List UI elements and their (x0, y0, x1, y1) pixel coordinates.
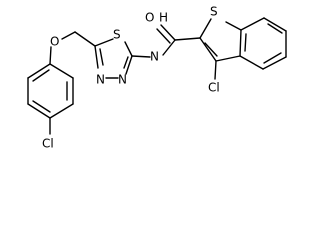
bond (244, 33, 247, 52)
bond (74, 31, 96, 47)
bond-layer (27, 17, 287, 135)
atom-label-thiadiazole-sulfur: S (113, 28, 121, 42)
bond (94, 38, 114, 47)
bond (131, 55, 151, 58)
atom-label-ether-oxygen: O (50, 35, 59, 49)
atom-label-amide-hydrogen: H (159, 11, 168, 25)
atom-label-carbonyl-oxygen: O (145, 11, 154, 25)
bond (240, 17, 265, 31)
bond (94, 45, 99, 69)
bond (199, 37, 217, 62)
bond (156, 28, 171, 44)
bond (267, 23, 283, 34)
bond (214, 60, 217, 80)
bond (49, 46, 52, 65)
bond (174, 37, 201, 41)
bond (225, 21, 242, 31)
bond (123, 56, 129, 69)
bond (239, 29, 242, 57)
bond (124, 41, 133, 57)
bond (262, 56, 287, 70)
bond (61, 31, 76, 40)
bond (32, 100, 51, 113)
bond (49, 63, 74, 79)
bond (263, 17, 287, 32)
atom-label-ring-nitrogen-1: N (96, 73, 105, 87)
bond (32, 69, 50, 82)
bond (263, 52, 282, 64)
atom-label-layer: O S Cl N H S N N O Cl (42, 5, 220, 151)
atom-label-thiophene-sulfur: S (210, 5, 218, 19)
bond (49, 103, 74, 119)
bond (125, 55, 133, 75)
bond (204, 42, 218, 57)
atom-label-amide-nitrogen: N (150, 50, 159, 64)
bond (162, 39, 176, 56)
bond (27, 103, 51, 119)
bond (160, 24, 176, 41)
bond (27, 63, 51, 79)
chemical-structure: O S Cl N H S N N O Cl (27, 5, 287, 151)
atom-label-chlorine-benzothiophene: Cl (208, 81, 220, 95)
bond (99, 48, 104, 66)
atom-label-chlorine-phenyl: Cl (42, 137, 54, 151)
bond (239, 55, 264, 70)
bond (215, 55, 241, 62)
bond (199, 18, 212, 39)
atom-label-ring-nitrogen-2: N (118, 73, 127, 87)
